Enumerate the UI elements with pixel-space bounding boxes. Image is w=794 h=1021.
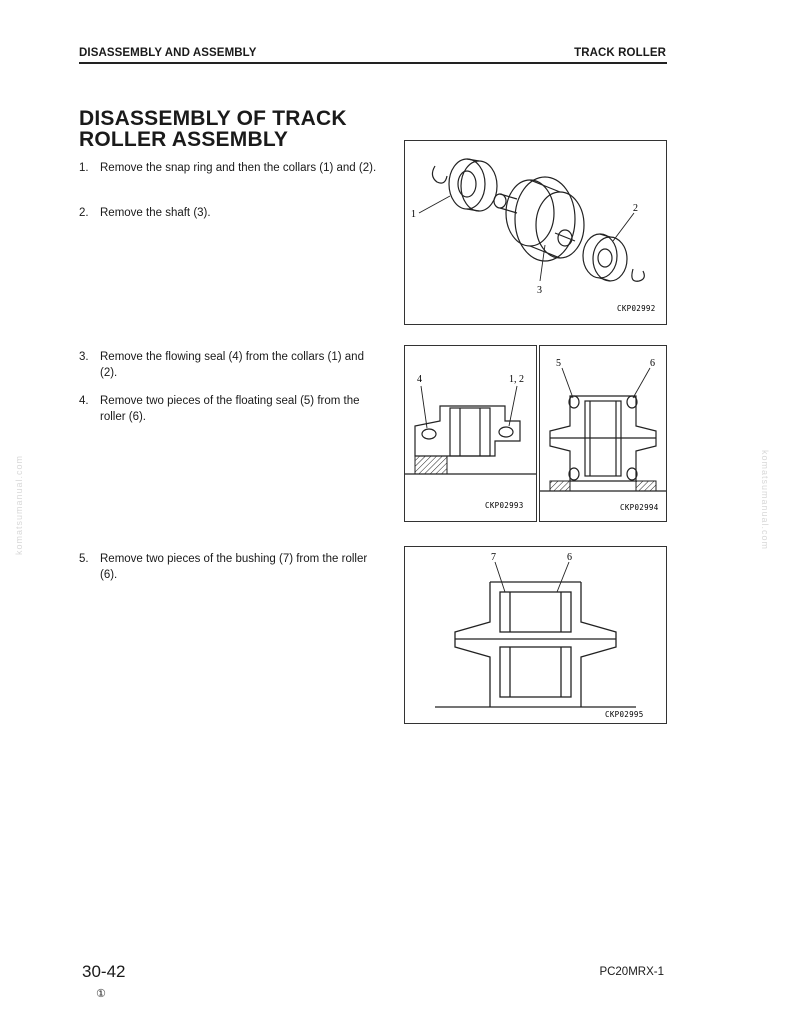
figure-collar-floating-seal: 4 1, 2 CKP02993: [404, 345, 537, 522]
bushing-section-drawing: 7 6 CKP02995: [435, 552, 644, 719]
callout-label: 4: [417, 374, 422, 385]
callout-label: 7: [491, 552, 496, 563]
collar-section-drawing: 4 1, 2 CKP02993: [405, 374, 536, 510]
figure-caption: CKP02994: [620, 503, 659, 512]
step-text: Remove the flowing seal (4) from the col…: [100, 351, 364, 379]
header-rule: [79, 62, 667, 64]
step-3: 3. Remove the flowing seal (4) from the …: [79, 349, 379, 381]
step-5: 5. Remove two pieces of the bushing (7) …: [79, 551, 379, 583]
callout-label: 1, 2: [509, 374, 524, 385]
header-component-title: TRACK ROLLER: [574, 47, 666, 59]
page-number: 30-42: [82, 962, 126, 981]
step-number: 5.: [79, 553, 89, 565]
callout-label: 6: [650, 358, 655, 369]
figure-exploded-track-roller: 1 2 3 CKP02992: [404, 140, 667, 325]
step-number: 4.: [79, 395, 89, 407]
model-number: PC20MRX-1: [599, 966, 664, 978]
step-text: Remove the snap ring and then the collar…: [100, 162, 377, 174]
step-number: 3.: [79, 351, 89, 363]
watermark-right: komatsumanual.com: [760, 450, 770, 551]
step-text: Remove two pieces of the bushing (7) fro…: [100, 553, 368, 581]
step-4: 4. Remove two pieces of the floating sea…: [79, 393, 379, 425]
revision-mark: ①: [96, 988, 106, 1000]
exploded-view-drawing: 1 2 3 CKP02992: [411, 158, 656, 313]
step-number: 1.: [79, 162, 89, 174]
figure-caption: CKP02992: [617, 304, 656, 313]
callout-label: 5: [556, 358, 561, 369]
figure-caption: CKP02995: [605, 710, 644, 719]
watermark-left: komatsumanual.com: [14, 455, 24, 556]
callout-label: 1: [411, 209, 416, 220]
callout-label: 6: [567, 552, 572, 563]
figure-roller-bushing: 7 6 CKP02995: [404, 546, 667, 724]
step-2: 2. Remove the shaft (3).: [79, 205, 379, 221]
step-text: Remove two pieces of the floating seal (…: [100, 395, 360, 423]
callout-label: 2: [633, 203, 638, 214]
callout-label: 3: [537, 285, 542, 296]
step-number: 2.: [79, 207, 89, 219]
step-1: 1. Remove the snap ring and then the col…: [79, 160, 379, 192]
figure-caption: CKP02993: [485, 501, 524, 510]
header-section-title: DISASSEMBLY AND ASSEMBLY: [79, 47, 257, 59]
roller-section-drawing: 5 6 CKP02994: [540, 358, 666, 512]
step-text: Remove the shaft (3).: [100, 207, 211, 219]
figure-roller-floating-seal: 5 6 CKP02994: [539, 345, 667, 522]
page-title: DISASSEMBLY OF TRACK ROLLER ASSEMBLY: [79, 107, 347, 151]
